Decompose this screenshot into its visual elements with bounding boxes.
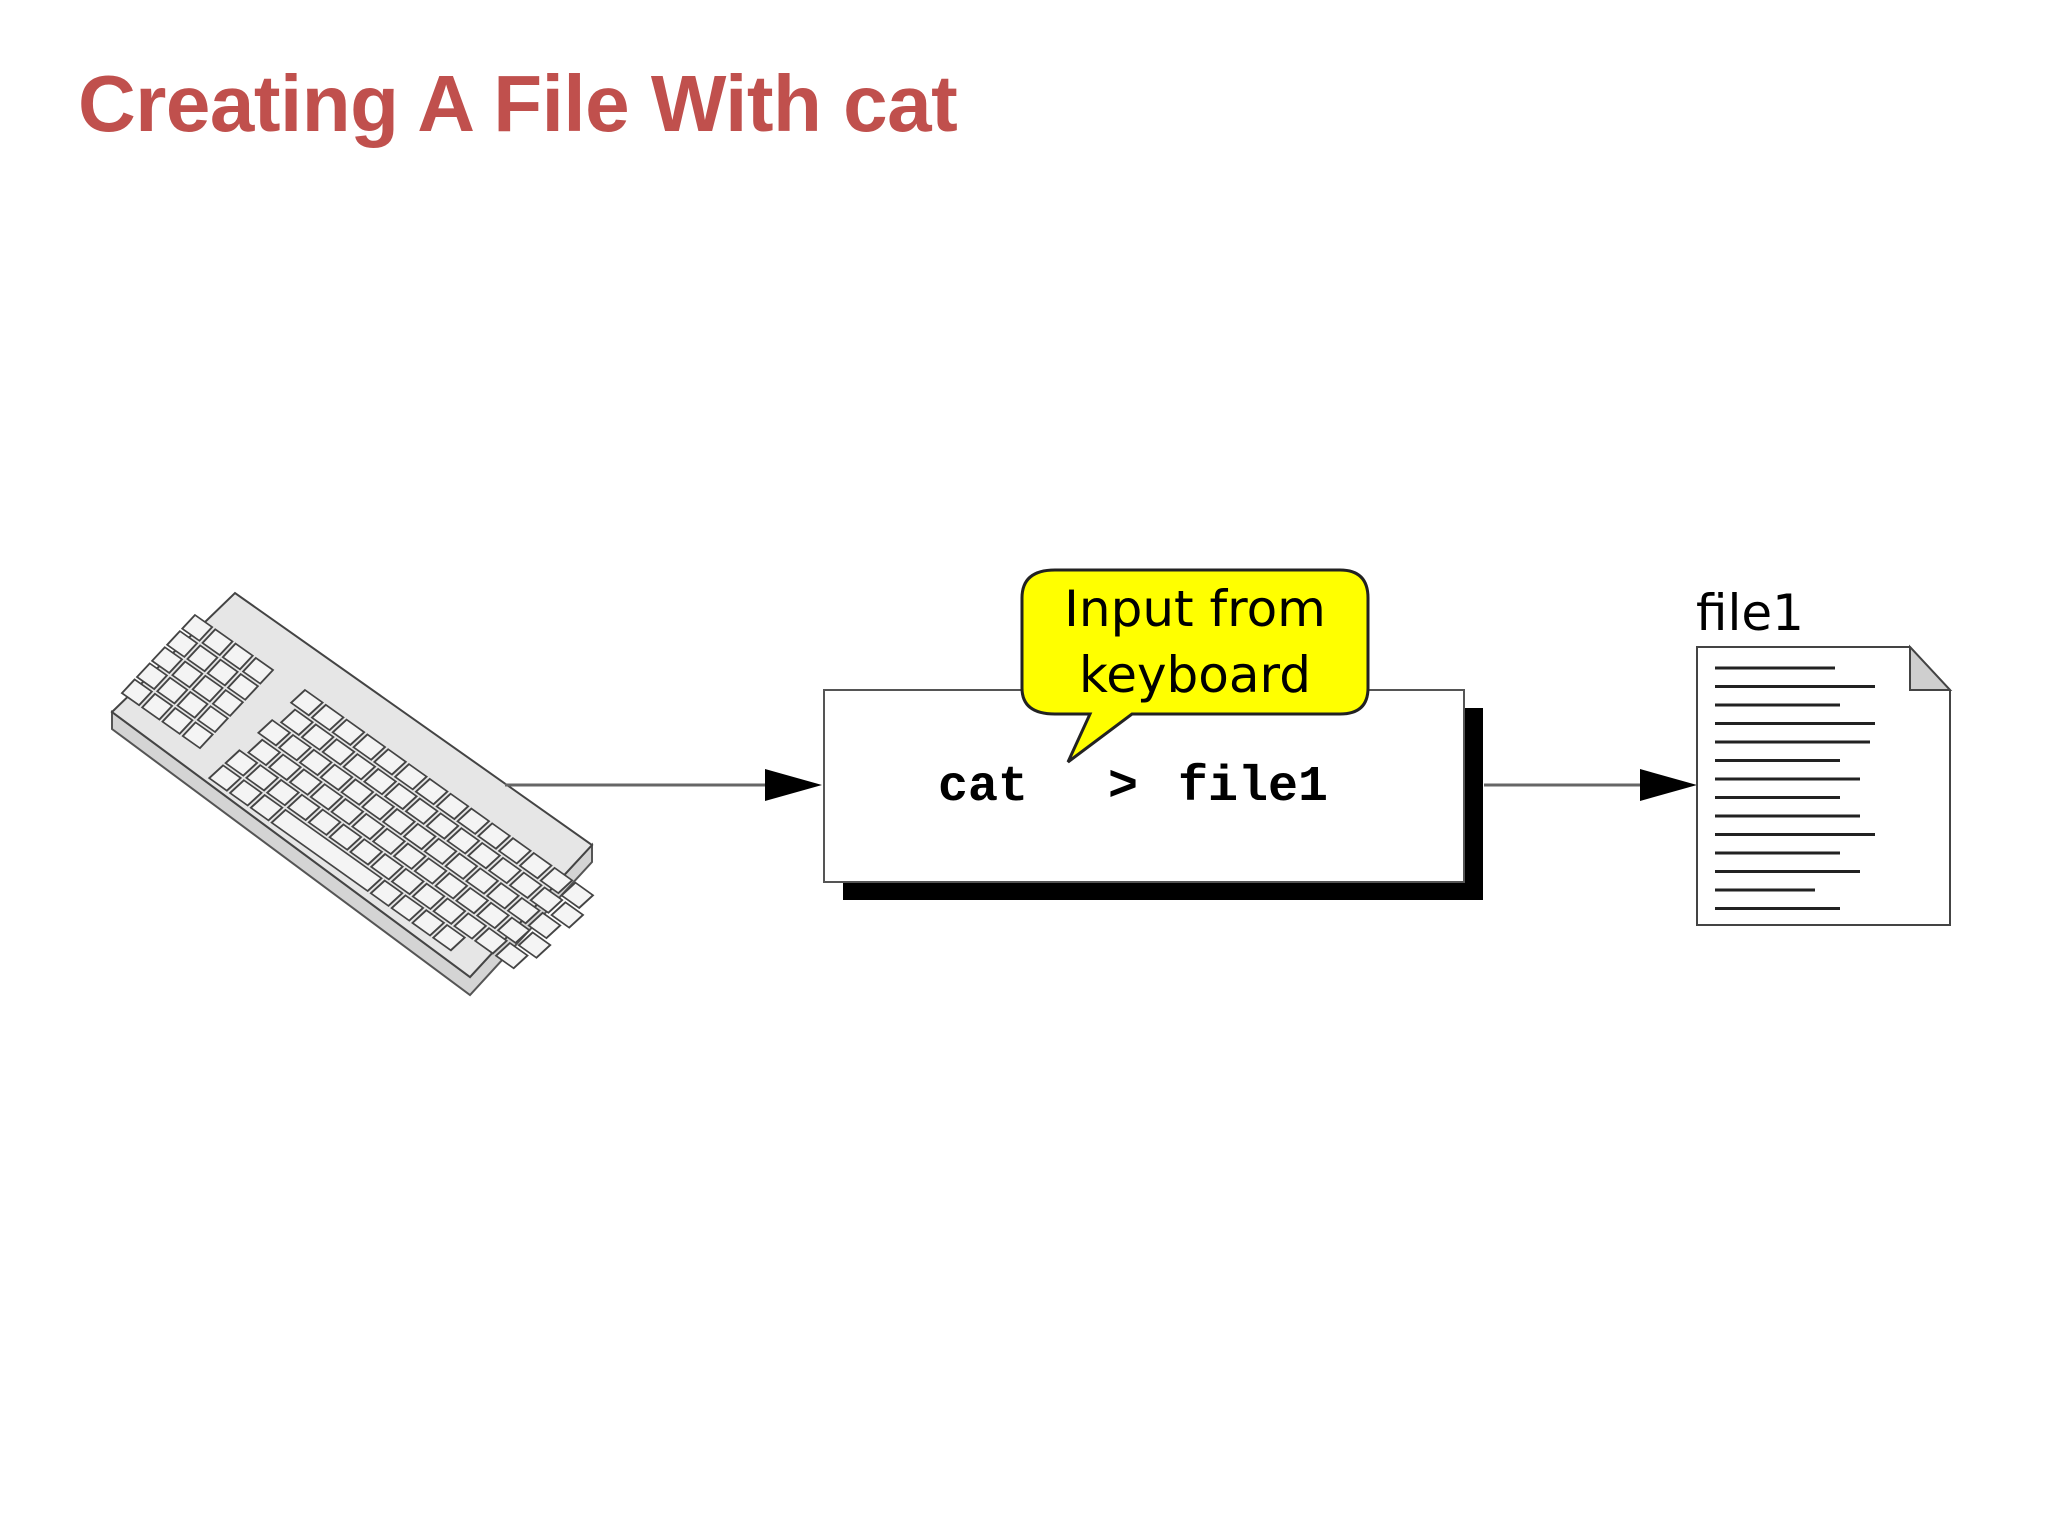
document-icon [1696,644,1953,926]
callout-line-2: keyboard [1079,646,1311,704]
callout-line-1: Input from [1064,580,1326,638]
command-redirect: > [1108,759,1138,816]
callout-bubble: Input from keyboard [1020,568,1370,764]
command-file: file1 [1178,759,1328,816]
keyboard-icon [110,591,595,997]
command-box: cat > file1 [823,689,1483,900]
arrow-right-icon [505,769,822,801]
arrow-right-icon [1484,769,1697,801]
command-cat: cat [938,759,1028,816]
slide-title: Creating A File With cat [78,59,958,148]
file-label: file1 [1696,584,1804,642]
